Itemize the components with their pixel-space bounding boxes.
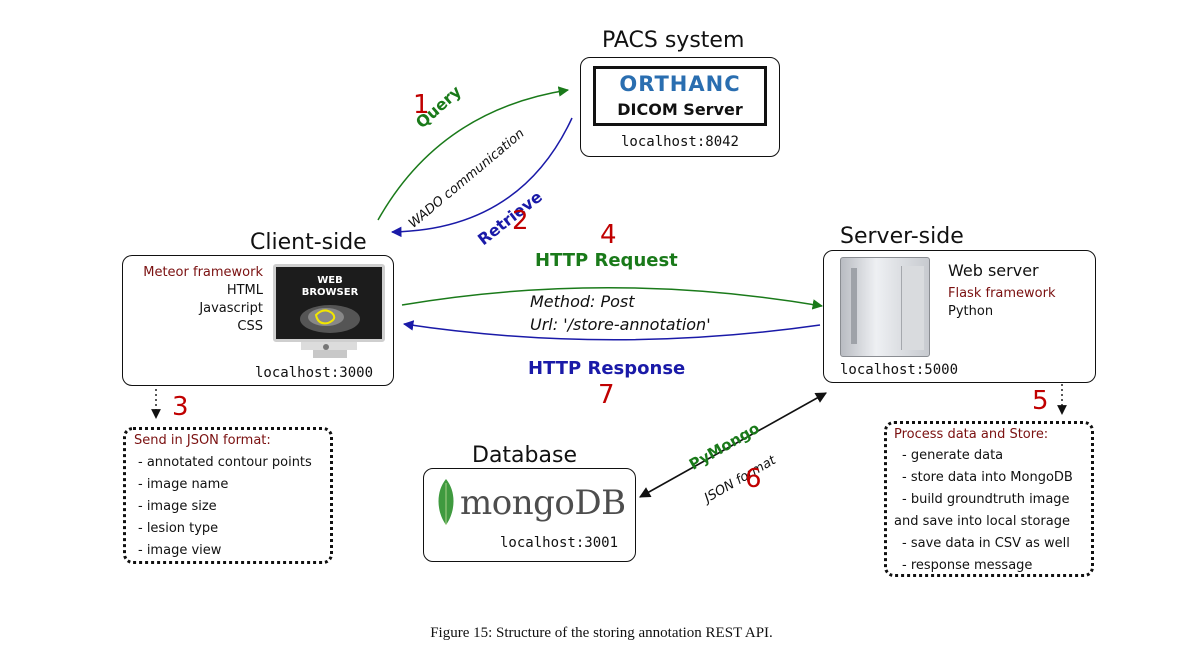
- step-4-number: 4: [600, 220, 617, 250]
- list-item: and save into local storage: [894, 514, 1070, 529]
- server-name: Web server: [948, 261, 1039, 280]
- server-note-list: - generate data - store data into MongoD…: [894, 445, 1086, 577]
- client-note-heading: Send in JSON format:: [134, 433, 271, 448]
- mongodb-leaf-icon: [438, 479, 454, 525]
- database-host: localhost:3001: [500, 535, 619, 551]
- list-item: - store data into MongoDB: [902, 470, 1073, 485]
- client-tech-2: Javascript: [199, 301, 263, 316]
- server-framework: Flask framework: [948, 286, 1056, 301]
- monitor-stand: [301, 342, 357, 350]
- server-title: Server-side: [840, 224, 964, 249]
- http-request-label: HTTP Request: [535, 250, 678, 271]
- step-3-number: 3: [172, 392, 189, 422]
- server-note-box: Process data and Store: - generate data …: [884, 421, 1094, 577]
- client-host: localhost:3000: [255, 365, 374, 381]
- client-tech-1: HTML: [226, 283, 263, 298]
- http-response-arrow: [402, 320, 821, 341]
- monitor-icon: WEB BROWSER: [273, 264, 385, 342]
- client-tech-3: CSS: [237, 319, 263, 334]
- figure-caption: Figure 15: Structure of the storing anno…: [430, 625, 773, 641]
- step-1-number: 1: [413, 90, 430, 120]
- step-6-number: 6: [745, 464, 762, 494]
- server-box: Web server Flask framework Python localh…: [823, 250, 1096, 383]
- http-response-label: HTTP Response: [528, 358, 686, 379]
- database-box: mongoDB localhost:3001: [423, 468, 636, 562]
- pacs-title: PACS system: [602, 28, 745, 53]
- retrieve-arrow: [390, 117, 573, 238]
- pacs-box: ORTHANC DICOM Server localhost:8042: [580, 57, 780, 157]
- list-item: - image view: [138, 543, 222, 558]
- list-item: - build groundtruth image: [902, 492, 1070, 507]
- mammogram-image: [300, 305, 360, 333]
- mongodb-logo-text: mongoDB: [460, 483, 626, 523]
- server-note-heading: Process data and Store:: [894, 427, 1049, 442]
- list-item: - image name: [138, 477, 229, 492]
- url-label: Url: '/store-annotation': [530, 315, 711, 334]
- client-title: Client-side: [250, 230, 367, 255]
- http-request-arrow: [401, 287, 824, 310]
- database-title: Database: [472, 443, 577, 468]
- list-item: - save data in CSV as well: [902, 536, 1070, 551]
- method-label: Method: Post: [530, 292, 635, 311]
- monitor-screen-text: WEB BROWSER: [301, 275, 359, 298]
- pacs-host: localhost:8042: [620, 134, 739, 150]
- monitor-base: [313, 350, 347, 358]
- server-tower-slot: [851, 268, 857, 344]
- dicom-server-label: DICOM Server: [617, 100, 743, 119]
- server-tower-side: [901, 266, 924, 350]
- step-7-number: 7: [598, 380, 615, 410]
- query-arrow: [377, 86, 570, 221]
- server-tower-icon: [840, 257, 930, 357]
- list-item: - response message: [902, 558, 1033, 573]
- orthanc-logo-text: ORTHANC: [619, 72, 741, 96]
- server-language: Python: [948, 304, 994, 319]
- server-host: localhost:5000: [840, 362, 959, 378]
- client-box: Meteor framework HTML Javascript CSS WEB…: [122, 255, 394, 386]
- list-item: - annotated contour points: [138, 455, 312, 470]
- client-note-list: - annotated contour points - image name …: [138, 452, 312, 562]
- list-item: - generate data: [902, 448, 1004, 463]
- list-item: - image size: [138, 499, 217, 514]
- client-tech-0: Meteor framework: [143, 265, 263, 280]
- list-item: - lesion type: [138, 521, 219, 536]
- pymongo-arrow: [639, 392, 827, 498]
- orthanc-logo: ORTHANC DICOM Server: [593, 66, 767, 126]
- apple-logo-icon: [323, 344, 329, 350]
- step-5-number: 5: [1032, 386, 1049, 416]
- client-note-box: Send in JSON format: - annotated contour…: [123, 427, 333, 564]
- step-2-number: 2: [512, 206, 529, 236]
